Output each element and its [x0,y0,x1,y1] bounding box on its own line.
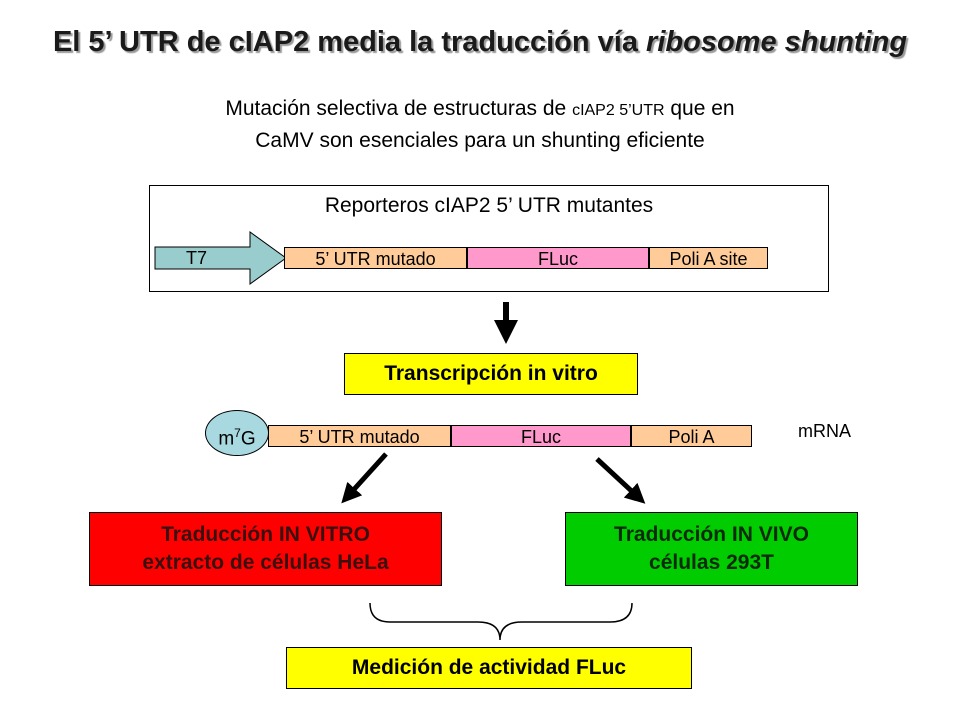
slide-title: El 5’ UTR de cIAP2 media la traducción v… [0,26,960,59]
cap-base: m [218,428,235,450]
mrna-utr-segment: 5’ UTR mutado [268,425,451,447]
in-vivo-line-1: Traducción IN VIVO [614,523,809,546]
construct-frame [149,185,829,292]
in-vitro-line-2: extracto de células HeLa [142,551,389,574]
construct-title: Reporteros cIAP2 5’ UTR mutantes [324,194,654,217]
t7-promoter-arrow [154,231,287,285]
in-vivo-line-2: células 293T [649,551,774,574]
subtitle: Mutación selectiva de estructuras de cIA… [100,94,860,156]
in-vivo-box: Traducción IN VIVO células 293T [565,512,858,586]
cap-superscript: 7 [234,426,241,440]
subtitle-line-1-small: cIAP2 5’UTR [572,102,665,119]
construct-utr-segment: 5’ UTR mutado [284,247,467,269]
subtitle-line-1-b: que en [664,97,735,120]
in-vitro-line-1: Traducción IN VITRO [161,523,370,546]
title-italic-text: ribosome shunting [646,26,908,58]
construct-fluc-segment: FLuc [467,247,649,269]
title-text: El 5’ UTR de cIAP2 media la traducción v… [52,26,647,58]
t7-label: T7 [186,248,208,268]
construct-polya-segment: Poli A site [649,247,768,269]
curly-brace [369,602,633,641]
arrow-to-in-vivo [595,457,646,504]
subtitle-line-2: CaMV son esenciales para un shunting efi… [255,129,705,152]
mrna-label: mRNA [798,421,851,441]
cap-m7g: m7G [205,410,269,456]
cap-tail: G [240,428,256,450]
in-vitro-box: Traducción IN VITRO extracto de células … [89,512,442,586]
subtitle-line-1: Mutación selectiva de estructuras de cIA… [100,94,860,126]
subtitle-line-1-a: Mutación selectiva de estructuras de [225,97,573,120]
transcription-box: Transcripción in vitro [344,353,638,395]
mrna-fluc-segment: FLuc [451,425,631,447]
mrna-polya-segment: Poli A [631,425,752,447]
arrow-to-in-vitro [341,452,388,504]
measurement-box: Medición de actividad FLuc [286,647,692,689]
